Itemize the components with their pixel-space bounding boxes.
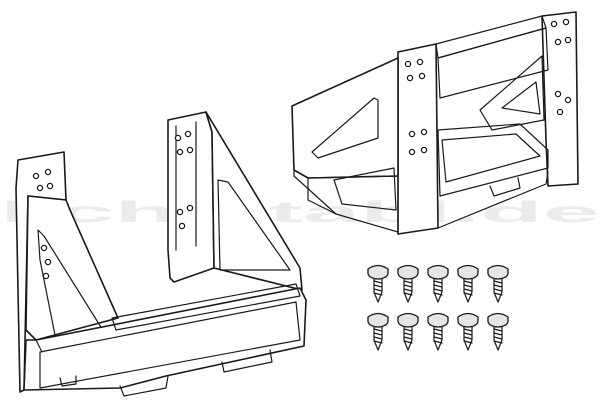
screw-icon: [367, 312, 389, 351]
screw-icon: [427, 264, 449, 303]
screw-icon: [397, 264, 419, 303]
screw-icon: [487, 312, 509, 351]
screw-icon: [427, 312, 449, 351]
screw-icon: [367, 264, 389, 303]
watermark-text: lichtstabl.de: [0, 196, 600, 229]
screw-icon: [487, 264, 509, 303]
screw-icon: [457, 312, 479, 351]
screws-group: [367, 264, 509, 351]
screw-icon: [397, 312, 419, 351]
bracket-right-holes: [404, 18, 572, 156]
bracket-left: [15, 111, 307, 397]
bracket-left-holes: [32, 130, 194, 280]
bracket-right: [291, 11, 579, 235]
screw-icon: [457, 264, 479, 303]
